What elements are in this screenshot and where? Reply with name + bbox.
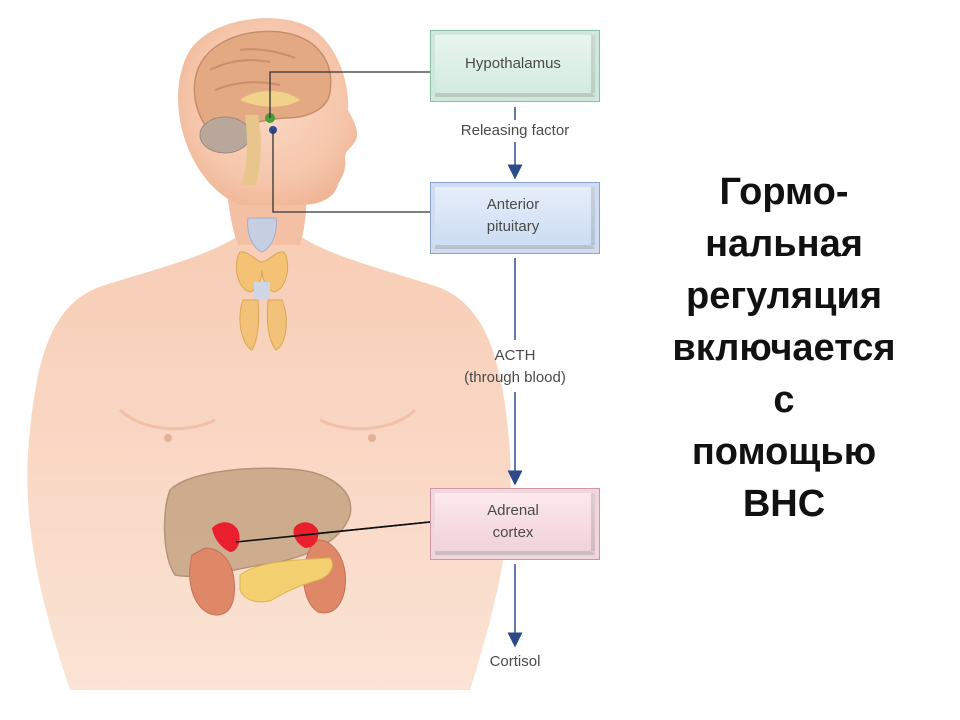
title-line-2: нальная xyxy=(705,223,863,265)
pancreas xyxy=(239,557,333,603)
left-kidney xyxy=(189,547,235,616)
title-line-1: Гормо- xyxy=(719,171,849,213)
anterior-pituitary-label-line1: Anterior xyxy=(486,196,540,214)
acth-label-line1: ACTH xyxy=(494,347,536,364)
hypothalamus-box: Hypothalamus xyxy=(430,30,600,102)
acth-label-line2: (through blood) xyxy=(464,368,566,386)
anatomy-figure xyxy=(27,18,523,690)
releasing-factor-label: Releasing factor xyxy=(460,122,570,139)
title-line-6: помощью xyxy=(691,431,877,473)
larynx xyxy=(247,217,277,253)
title-line-7: ВНС xyxy=(742,483,826,525)
brainstem xyxy=(242,115,261,185)
title-line-3: регуляция xyxy=(685,275,882,317)
adrenal-cortex-label-line2: cortex xyxy=(492,524,534,541)
cerebellum xyxy=(199,116,251,154)
anterior-pituitary-box: Anterior pituitary xyxy=(430,182,600,254)
cortisol-label: Cortisol xyxy=(489,653,541,670)
adrenal-leader-2 xyxy=(311,521,431,535)
pituitary-leader xyxy=(272,130,430,213)
title-line-5: с xyxy=(773,379,795,421)
title-line-4: включается xyxy=(672,327,896,369)
anterior-pituitary-label-line2: pituitary xyxy=(486,218,540,235)
adrenal-cortex-label-line1: Adrenal xyxy=(487,502,539,520)
slide-title: Гормо- нальная регуляция включается с по… xyxy=(628,166,940,530)
acth-label: ACTH (through blood) xyxy=(440,345,590,389)
hypothalamus-label: Hypothalamus xyxy=(465,55,561,73)
thyroid xyxy=(235,251,289,293)
hypothalamus-leader xyxy=(269,71,430,118)
left-adrenal xyxy=(212,522,240,552)
adrenal-cortex-box: Adrenal cortex xyxy=(430,488,600,560)
torso xyxy=(27,236,511,690)
